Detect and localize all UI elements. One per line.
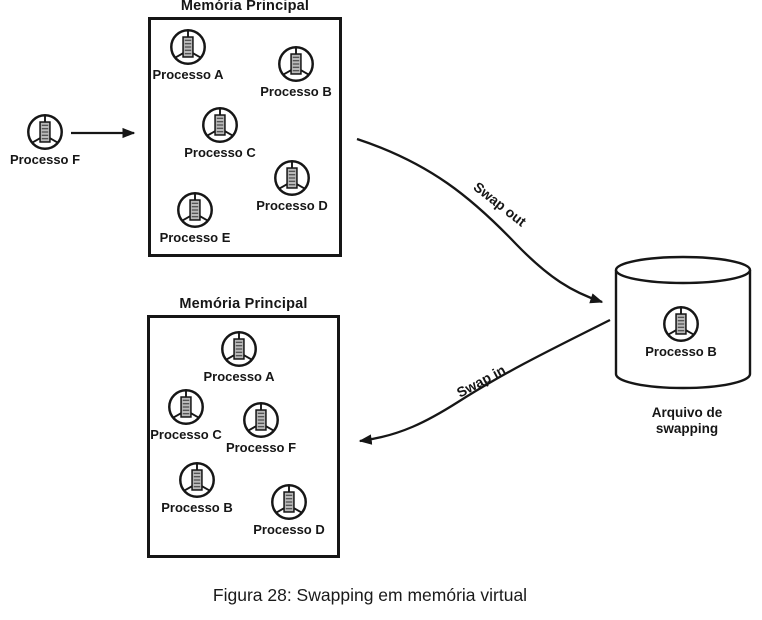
process-icon bbox=[277, 45, 315, 83]
process-node: Processo C bbox=[138, 388, 234, 442]
process-icon bbox=[201, 106, 239, 144]
swap-file-process-node: Processo B bbox=[633, 305, 729, 359]
process-node: Processo D bbox=[244, 159, 340, 213]
process-icon bbox=[270, 483, 308, 521]
process-node: Processo B bbox=[248, 45, 344, 99]
process-icon bbox=[176, 191, 214, 229]
process-label: Processo D bbox=[253, 522, 325, 537]
process-node: Processo D bbox=[241, 483, 337, 537]
process-icon bbox=[167, 388, 205, 426]
memory-top-title: Memória Principal bbox=[180, 0, 310, 14]
process-label: Processo B bbox=[260, 84, 332, 99]
process-label: Processo F bbox=[9, 152, 81, 167]
memory-bottom-title: Memória Principal bbox=[179, 296, 308, 312]
process-node: Processo A bbox=[140, 28, 236, 82]
figure-caption: Figura 28: Swapping em memória virtual bbox=[212, 585, 528, 605]
process-label: Processo C bbox=[184, 145, 256, 160]
process-icon bbox=[273, 159, 311, 197]
process-icon bbox=[178, 461, 216, 499]
process-label: Processo C bbox=[150, 427, 222, 442]
process-label: Processo B bbox=[161, 500, 233, 515]
process-label: Processo D bbox=[256, 198, 328, 213]
process-icon bbox=[220, 330, 258, 368]
memory-bottom-box bbox=[147, 315, 340, 558]
process-node: Processo C bbox=[172, 106, 268, 160]
swap-file-caption: Arquivo de swapping bbox=[651, 405, 723, 436]
incoming-process-node: Processo F bbox=[0, 113, 93, 167]
process-label: Processo F bbox=[225, 440, 297, 455]
process-icon bbox=[26, 113, 64, 151]
process-node: Processo B bbox=[149, 461, 245, 515]
memory-top-box bbox=[148, 17, 342, 257]
process-icon bbox=[242, 401, 280, 439]
process-icon bbox=[662, 305, 700, 343]
process-node: Processo F bbox=[213, 401, 309, 455]
swap-out-arrow bbox=[356, 137, 604, 304]
process-icon bbox=[169, 28, 207, 66]
swap-in-arrow bbox=[358, 318, 611, 445]
process-label: Processo B bbox=[645, 344, 717, 359]
process-label: Processo A bbox=[203, 369, 275, 384]
process-node: Processo E bbox=[147, 191, 243, 245]
process-node: Processo A bbox=[191, 330, 287, 384]
process-label: Processo A bbox=[152, 67, 224, 82]
process-label: Processo E bbox=[159, 230, 231, 245]
